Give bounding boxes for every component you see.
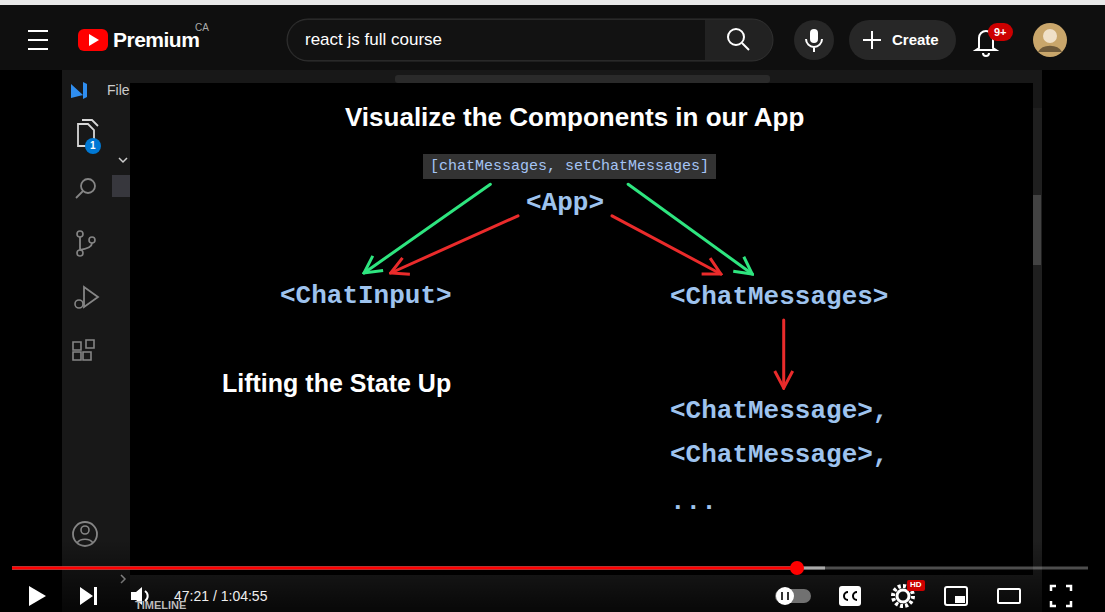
create-button — [849, 20, 956, 60]
search-field — [288, 20, 705, 60]
search-query: react js full course — [305, 30, 442, 50]
activity-bar — [62, 108, 110, 612]
next-icon — [80, 587, 97, 605]
miniplayer-icon — [945, 587, 967, 605]
country-code: CA — [195, 22, 209, 34]
arrow-connector — [628, 184, 752, 274]
scrollbar-thumb — [1033, 195, 1041, 265]
slide-ground — [130, 83, 1033, 575]
avatar-body — [1038, 46, 1062, 52]
brand-label: Premium — [113, 28, 199, 52]
badge-count: 1 — [90, 140, 96, 152]
state-box: [chatMessages, setChatMessages] — [423, 154, 716, 179]
run-icon — [84, 287, 98, 307]
search-icon-handle — [76, 191, 83, 198]
controls-shade — [0, 540, 1105, 612]
fullscreen-icon — [1051, 586, 1071, 606]
logo-mark — [78, 29, 108, 51]
mic-button — [794, 20, 834, 60]
component-name: <ChatInput> — [277, 280, 455, 314]
autoplay-knob — [776, 587, 794, 605]
panel-label: TIMELINE — [135, 599, 186, 612]
arrow-connector — [782, 320, 785, 388]
settings-icon — [897, 590, 909, 602]
create-label: Create — [892, 31, 939, 48]
component-name: <ChatMessages> — [667, 281, 891, 315]
badge — [85, 138, 101, 154]
search-icon-handle — [742, 43, 749, 50]
chevron — [119, 158, 127, 162]
component-name: <App> — [523, 187, 607, 221]
progress-knob — [790, 561, 804, 575]
component-name: <ChatMessage>, — [667, 395, 891, 429]
node-text: <ChatMessage>, — [670, 397, 888, 427]
time-display: 47:21 / 1:04:55 — [174, 588, 267, 604]
video-ground — [0, 70, 1105, 612]
captions-glyph — [844, 592, 857, 600]
search-icon — [81, 179, 95, 193]
source-control-dot — [89, 237, 95, 243]
editor-ground — [62, 70, 1042, 612]
node-text: <App> — [526, 189, 604, 219]
arrow-connector — [364, 184, 490, 273]
theater-icon — [998, 589, 1020, 603]
notification-count: 9+ — [994, 26, 1007, 39]
arrow-connector — [612, 216, 721, 274]
component-name: <ChatMessage>, — [667, 439, 891, 473]
source-control-dot — [77, 231, 83, 237]
menu-icon — [28, 31, 48, 49]
arrow-connector — [391, 216, 518, 273]
hd-badge — [907, 580, 925, 591]
scrollbar-track — [1033, 108, 1042, 612]
miniplayer-inset — [955, 596, 965, 603]
debug-icon — [75, 300, 83, 308]
logo-play — [89, 34, 99, 46]
menu-label: File — [107, 82, 130, 98]
node-text: <ChatInput> — [280, 282, 452, 312]
captions-icon — [839, 586, 861, 606]
source-control-dot — [77, 250, 83, 256]
source-control-icon — [80, 237, 92, 250]
progress-played — [12, 567, 797, 570]
command-box — [395, 75, 770, 83]
plus-icon — [863, 31, 881, 49]
ellipsis: ... — [667, 486, 720, 520]
search-icon — [728, 29, 744, 45]
browser-edge — [0, 0, 1105, 5]
slide-title: Visualize the Components in our App — [345, 103, 804, 133]
slide-note: Lifting the State Up — [222, 369, 451, 398]
extensions-icon — [73, 340, 94, 360]
hd-label: HD — [910, 580, 922, 589]
node-text: [chatMessages, setChatMessages] — [430, 158, 709, 175]
progress-buffer — [12, 567, 825, 570]
play-icon — [29, 586, 46, 606]
autoplay-pause — [782, 592, 788, 600]
node-text: <ChatMessages> — [670, 283, 888, 313]
notification-badge — [988, 23, 1013, 41]
mic-icon-stand — [806, 39, 822, 52]
account-head — [81, 526, 89, 534]
node-text: <ChatMessage>, — [670, 441, 888, 471]
explorer-strip — [110, 108, 130, 612]
node-text: ... — [670, 488, 717, 518]
avatar — [1033, 23, 1067, 57]
vscode-logo — [71, 82, 87, 99]
search-box — [287, 19, 773, 61]
mic-icon — [810, 29, 818, 43]
explorer-row — [112, 175, 130, 197]
avatar-face — [1043, 29, 1057, 43]
progress-track — [12, 567, 1088, 570]
